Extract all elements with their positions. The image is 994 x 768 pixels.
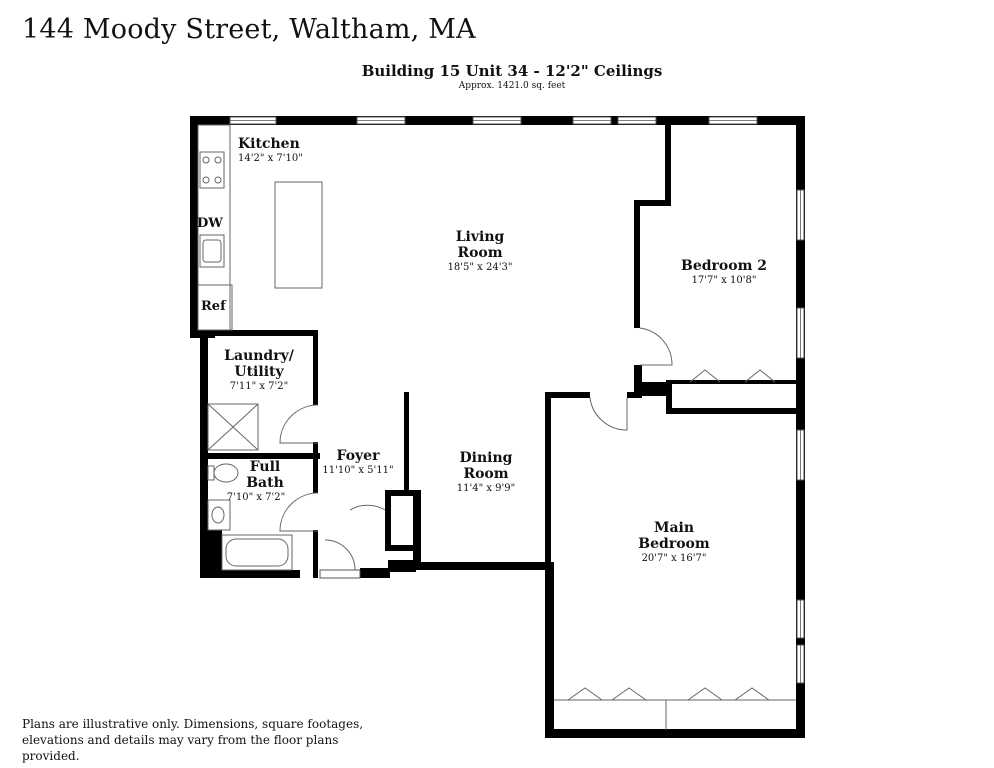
walls: [190, 116, 805, 738]
main-bedroom-label-2: Bedroom: [638, 536, 710, 552]
dining-dims: 11'4" x 9'9": [457, 483, 516, 494]
bath-label-2: Bath: [246, 475, 284, 491]
property-address: 144 Moody Street, Waltham, MA: [22, 14, 476, 45]
refrigerator-label: Ref: [201, 299, 227, 314]
room-labels: Kitchen 14'2" x 7'10" Living Room 18'5" …: [197, 136, 767, 564]
kitchen-island: [274, 181, 323, 289]
bath-label: Full: [250, 459, 281, 475]
dining-label: Dining: [460, 450, 513, 466]
bathtub-icon: [221, 534, 293, 571]
dining-label-2: Room: [463, 466, 508, 482]
square-footage: Approx. 1421.0 sq. feet: [458, 81, 566, 91]
washer-dryer-icon: [207, 403, 259, 451]
laundry-label: Laundry/: [224, 348, 295, 364]
toilet-icon: [213, 463, 239, 483]
main-bedroom-dims: 20'7" x 16'7": [642, 553, 707, 564]
entry-door: [319, 569, 361, 579]
laundry-dims: 7'11" x 7'2": [230, 381, 289, 392]
dishwasher-label: DW: [197, 216, 223, 231]
foyer-label: Foyer: [337, 448, 381, 464]
living-label: Living: [456, 229, 505, 245]
sink-icon: [199, 234, 225, 268]
foyer-dims: 11'10" x 5'11": [322, 465, 393, 476]
kitchen-dims: 14'2" x 7'10": [238, 153, 303, 164]
stove-icon: [199, 151, 225, 189]
bath-sink-icon: [207, 499, 231, 531]
laundry-label-2: Utility: [234, 364, 284, 380]
unit-subtitle: Building 15 Unit 34 - 12'2" Ceilings: [361, 62, 663, 80]
bath-dims: 7'10" x 7'2": [227, 492, 286, 503]
living-dims: 18'5" x 24'3": [448, 262, 513, 273]
living-label-2: Room: [457, 245, 502, 261]
bedroom2-label: Bedroom 2: [681, 258, 767, 274]
main-bedroom-label: Main: [654, 520, 694, 536]
kitchen-label: Kitchen: [238, 136, 300, 152]
refrigerator-box: [197, 284, 233, 331]
disclaimer-text: Plans are illustrative only. Dimensions,…: [22, 717, 364, 763]
bedroom2-dims: 17'7" x 10'8": [692, 275, 757, 286]
